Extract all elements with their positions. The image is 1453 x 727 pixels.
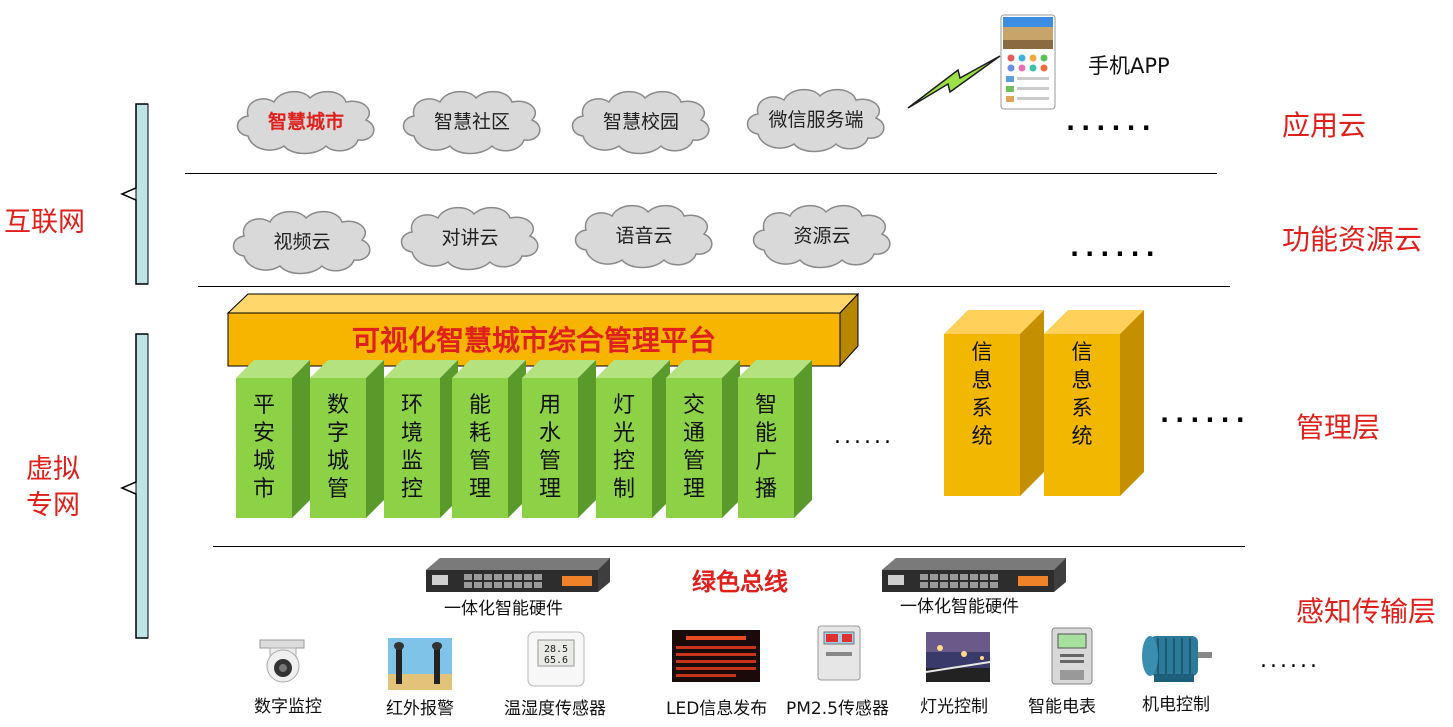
svg-text:28.5: 28.5 xyxy=(544,644,568,655)
green-bus-label: 绿色总线 xyxy=(692,568,788,596)
separator-line-3 xyxy=(213,546,1245,547)
cloud-func-3-label: 资源云 xyxy=(793,224,851,247)
ellipsis-app: ...... xyxy=(1066,108,1157,136)
module-label-3: 能耗管理 xyxy=(468,393,491,502)
cloud-app-2: 智慧校园 xyxy=(565,84,717,156)
module-label-1: 数字城管 xyxy=(326,393,349,502)
cloud-func-2-label: 语音云 xyxy=(615,224,673,247)
sensor-label-3: LED信息发布 xyxy=(666,699,768,719)
sensor-image-pm25 xyxy=(816,624,862,682)
info-system-box-1: 信息系统 xyxy=(1044,310,1144,498)
layer-label-sensing: 感知传输层 xyxy=(1296,595,1437,628)
ellipsis-mgmt-right: ...... xyxy=(1160,400,1251,428)
cloud-shape xyxy=(236,90,375,155)
module-label-7: 智能广播 xyxy=(754,393,777,502)
sensor-label-6: 智能电表 xyxy=(1028,697,1096,717)
hardware-device-1 xyxy=(880,556,1070,594)
module-label-2: 环境监控 xyxy=(400,393,423,502)
sensor-image-motor xyxy=(1138,630,1214,684)
separator-line-1 xyxy=(185,173,1217,174)
cloud-app-3-label: 微信服务端 xyxy=(768,108,864,131)
sensor-label-0: 数字监控 xyxy=(254,697,322,717)
phone-app-image xyxy=(1000,14,1056,110)
virtual-net-label-line1: 虚拟 xyxy=(26,454,80,485)
ellipsis-mgmt-mid: ...... xyxy=(834,424,894,449)
platform-bar xyxy=(226,292,862,368)
svg-text:65.6: 65.6 xyxy=(544,655,568,666)
cloud-app-0-label: 智慧城市 xyxy=(267,110,344,133)
cloud-app-1-label: 智慧社区 xyxy=(433,110,510,133)
sensor-image-infrared xyxy=(388,638,452,690)
sensor-label-1: 红外报警 xyxy=(386,699,454,719)
sensor-image-thermo: 28.5 65.6 xyxy=(526,630,586,688)
cloud-func-2: 语音云 xyxy=(568,198,720,270)
layer-label-mgmt: 管理层 xyxy=(1296,411,1381,444)
virtual-net-label-line2: 专网 xyxy=(26,490,80,521)
separator-line-2 xyxy=(198,286,1230,287)
layer-label-func-cloud: 功能资源云 xyxy=(1282,223,1423,256)
cloud-func-1-label: 对讲云 xyxy=(441,226,499,249)
sensor-image-camera xyxy=(256,636,312,688)
virtual-net-label: 虚拟 专网 xyxy=(26,452,80,524)
platform-title: 可视化智慧城市综合管理平台 xyxy=(351,324,716,357)
cloud-func-0: 视频云 xyxy=(226,204,378,276)
sensor-image-meter xyxy=(1050,626,1094,686)
ellipsis-func: ...... xyxy=(1070,234,1161,262)
hardware-device-0 xyxy=(424,556,614,594)
sensor-image-streetlight xyxy=(925,632,991,682)
cloud-func-3: 资源云 xyxy=(746,198,898,270)
mobile-app-label: 手机APP xyxy=(1088,54,1170,78)
module-box-1: 数字城管 xyxy=(310,360,384,520)
hardware-label-0: 一体化智能硬件 xyxy=(444,599,563,619)
module-box-4: 用水管理 xyxy=(522,360,596,520)
info-system-label-0: 信息系统 xyxy=(971,340,993,448)
module-box-2: 环境监控 xyxy=(384,360,458,520)
module-label-6: 交通管理 xyxy=(682,393,705,502)
sensor-label-4: PM2.5传感器 xyxy=(786,699,889,719)
sensor-label-5: 灯光控制 xyxy=(920,697,988,717)
hardware-label-1: 一体化智能硬件 xyxy=(900,597,1019,617)
layer-label-app-cloud: 应用云 xyxy=(1282,109,1367,142)
module-label-5: 灯光控制 xyxy=(612,393,635,502)
cloud-app-2-label: 智慧校园 xyxy=(602,110,679,133)
sensor-label-2: 温湿度传感器 xyxy=(504,699,606,719)
module-label-4: 用水管理 xyxy=(538,393,561,502)
module-box-6: 交通管理 xyxy=(666,360,740,520)
sensor-label-7: 机电控制 xyxy=(1142,695,1210,715)
module-box-5: 灯光控制 xyxy=(596,360,670,520)
cloud-app-1: 智慧社区 xyxy=(396,84,548,156)
internet-bracket xyxy=(118,100,154,288)
cloud-func-0-label: 视频云 xyxy=(273,230,331,253)
lightning-icon xyxy=(904,52,1004,112)
module-box-7: 智能广播 xyxy=(738,360,812,520)
internet-label: 互联网 xyxy=(4,207,85,238)
cloud-func-1: 对讲云 xyxy=(394,200,546,272)
virtual-net-bracket xyxy=(118,330,154,642)
module-label-0: 平安城市 xyxy=(252,393,275,502)
module-box-0: 平安城市 xyxy=(236,360,310,520)
info-system-box-0: 信息系统 xyxy=(944,310,1044,498)
ellipsis-sensor: ...... xyxy=(1260,648,1320,673)
module-box-3: 能耗管理 xyxy=(452,360,526,520)
sensor-image-led xyxy=(672,630,760,682)
cloud-app-0: 智慧城市 xyxy=(230,84,382,156)
info-system-label-1: 信息系统 xyxy=(1071,340,1093,448)
cloud-app-3: 微信服务端 xyxy=(740,82,892,154)
